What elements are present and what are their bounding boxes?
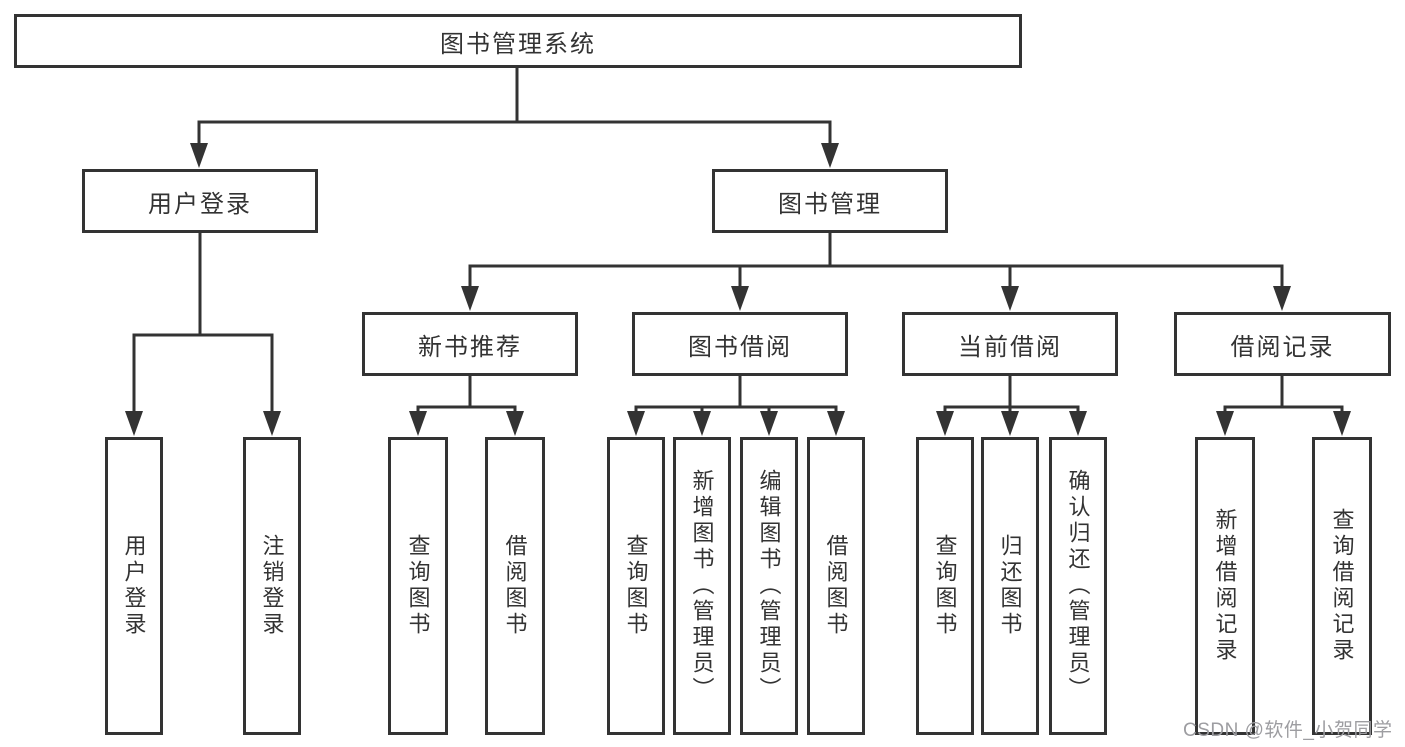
node-label: 图书借阅 — [688, 333, 792, 361]
leaf-confirm-return-admin: 确认归还（管理员） — [1049, 437, 1107, 735]
leaf-query-books-recommend: 查询图书 — [388, 437, 448, 735]
node-label: 查询图书 — [405, 534, 431, 638]
leaf-query-borrow-record: 查询借阅记录 — [1312, 437, 1372, 735]
leaf-add-books-admin: 新增图书（管理员） — [673, 437, 731, 735]
edge-current-borrow-to-leaves — [936, 374, 1087, 436]
node-label: 归还图书 — [997, 534, 1023, 638]
node-current-borrow: 当前借阅 — [902, 312, 1118, 376]
leaf-query-books-current: 查询图书 — [916, 437, 974, 735]
node-label: 图书管理 — [778, 190, 882, 218]
node-label: 新增借阅记录 — [1212, 508, 1238, 664]
node-user-login: 用户登录 — [82, 169, 318, 233]
node-new-book-recommend: 新书推荐 — [362, 312, 578, 376]
csdn-watermark: CSDN @软件_小贺同学 — [1183, 720, 1393, 741]
node-label: 注销登录 — [259, 534, 285, 638]
edge-root-to-level2 — [190, 66, 839, 168]
node-label: 借阅图书 — [502, 534, 528, 638]
node-label: 图书管理系统 — [440, 30, 596, 58]
node-label: 借阅图书 — [823, 534, 849, 638]
node-label: 确认归还（管理员） — [1065, 469, 1091, 703]
node-root-library-system: 图书管理系统 — [14, 14, 1022, 68]
edge-new-book-recommend-to-leaves — [409, 374, 524, 436]
leaf-edit-books-admin: 编辑图书（管理员） — [740, 437, 798, 735]
node-book-management: 图书管理 — [712, 169, 948, 233]
node-label: 查询图书 — [932, 534, 958, 638]
leaf-return-books: 归还图书 — [981, 437, 1039, 735]
leaf-query-books: 查询图书 — [607, 437, 665, 735]
node-label: 编辑图书（管理员） — [756, 469, 782, 703]
node-label: 当前借阅 — [958, 333, 1062, 361]
edge-borrow-records-to-leaves — [1216, 374, 1351, 436]
edge-user-login-to-leaves — [125, 231, 281, 436]
leaf-borrow-books-recommend: 借阅图书 — [485, 437, 545, 735]
node-label: 用户登录 — [121, 534, 147, 638]
node-label: 新书推荐 — [418, 333, 522, 361]
edge-book-management-to-level3 — [461, 231, 1291, 311]
node-label: 借阅记录 — [1230, 333, 1335, 361]
node-label: 新增图书（管理员） — [689, 469, 715, 703]
node-label: 用户登录 — [148, 190, 252, 218]
leaf-add-borrow-record: 新增借阅记录 — [1195, 437, 1255, 735]
leaf-user-login: 用户登录 — [105, 437, 163, 735]
node-borrow-records: 借阅记录 — [1174, 312, 1391, 376]
node-label: 查询借阅记录 — [1329, 508, 1355, 664]
leaf-borrow-books: 借阅图书 — [807, 437, 865, 735]
node-book-borrow: 图书借阅 — [632, 312, 848, 376]
node-label: 查询图书 — [623, 534, 649, 638]
edge-book-borrow-to-leaves — [627, 374, 845, 436]
leaf-logout: 注销登录 — [243, 437, 301, 735]
